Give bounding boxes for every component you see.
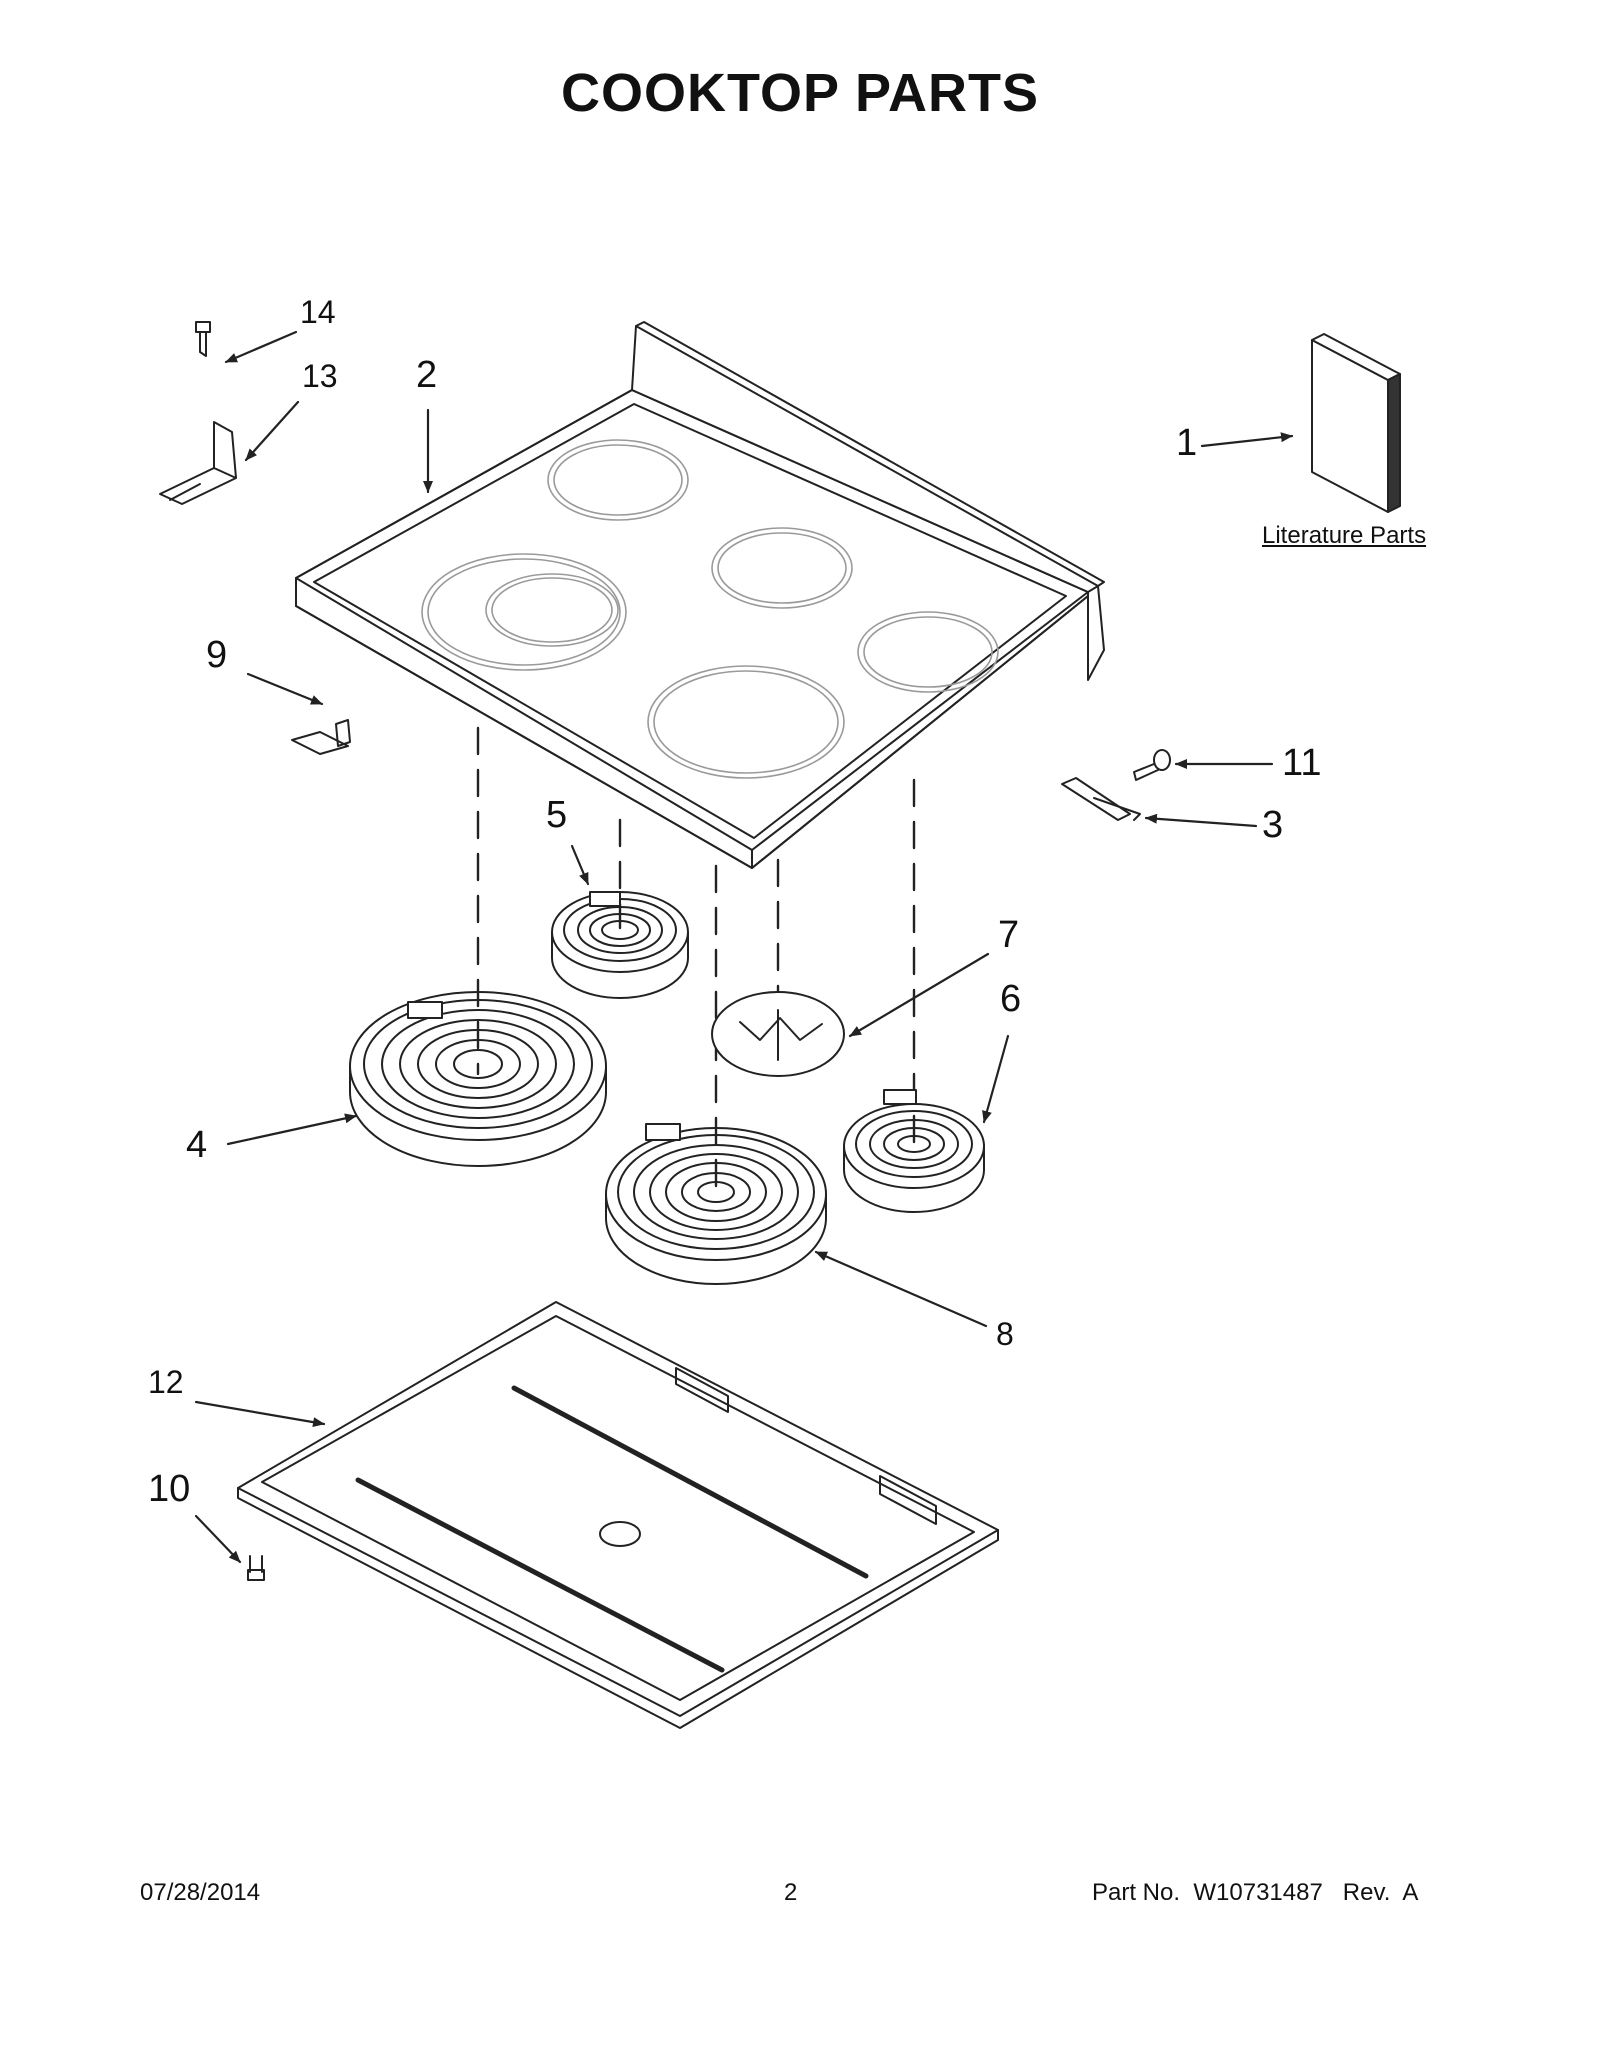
callout-1: 1: [1176, 422, 1198, 464]
heat-shield-7: [711, 991, 845, 1077]
callout-arrows: [194, 330, 1294, 1564]
footer-date: 07/28/2014: [140, 1879, 261, 1906]
callout-8: 8: [996, 1316, 1014, 1352]
callout-10: 10: [148, 1468, 191, 1510]
large-element-4: [349, 991, 607, 1167]
footer-part-number: Part No. W10731487 Rev. A: [1092, 1879, 1419, 1906]
callout-3: 3: [1262, 804, 1284, 846]
screw-10: [247, 1555, 265, 1581]
callout-9: 9: [206, 634, 228, 676]
callout-4: 4: [186, 1124, 208, 1166]
screw-14: [195, 321, 211, 357]
screw-11: [1133, 749, 1171, 781]
callout-6: 6: [1000, 978, 1022, 1020]
callout-2: 2: [416, 354, 438, 396]
page-title: COOKTOP PARTS: [560, 63, 1040, 123]
callout-5: 5: [546, 794, 568, 836]
bracket-3: [1061, 777, 1141, 821]
literature-parts-label: Literature Parts: [1262, 522, 1427, 549]
small-element-5: [551, 891, 689, 999]
clip-9: [291, 719, 351, 755]
dual-element-8: [605, 1123, 827, 1285]
callout-12: 12: [148, 1364, 184, 1400]
callout-7: 7: [998, 914, 1020, 956]
bracket-13: [159, 421, 237, 505]
callout-14: 14: [300, 294, 336, 330]
cooktop-glass: [295, 321, 1105, 869]
literature-book: [1311, 333, 1401, 513]
footer-page-number: 2: [784, 1879, 798, 1906]
callout-11: 11: [1282, 742, 1322, 784]
medium-element-6: [843, 1089, 985, 1213]
callout-13: 13: [302, 358, 338, 394]
burner-box-12: [237, 1301, 999, 1729]
